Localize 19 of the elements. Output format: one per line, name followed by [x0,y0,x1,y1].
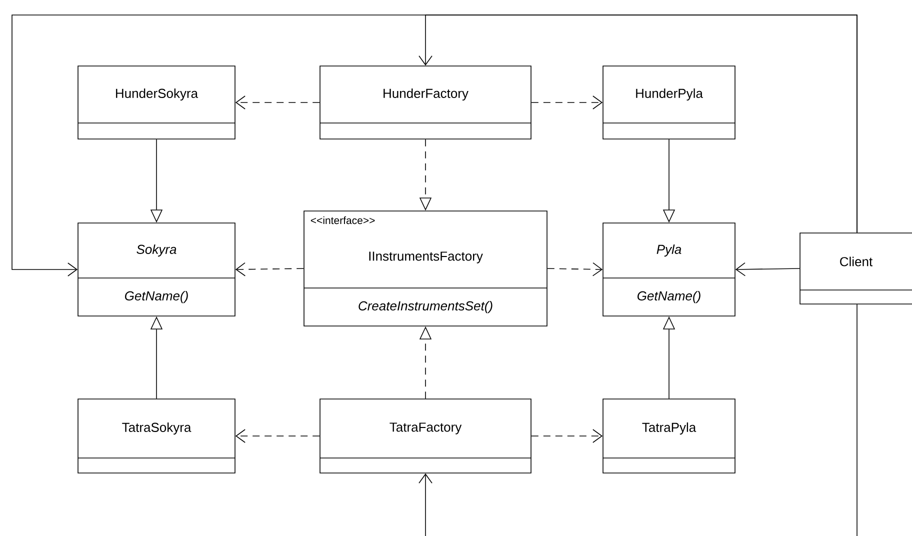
association-arrow [418,14,858,233]
dependency-arrow [235,429,320,443]
class-box: HunderFactory [320,66,532,140]
class-box: TatraPyla [602,398,736,474]
association-arrow [418,304,858,536]
class-box: HunderSokyra [78,66,236,140]
association-arrow [735,262,800,276]
dependency-arrow [235,96,320,110]
class-box: HunderPyla [602,66,736,140]
class-box: Pyla GetName() [602,222,736,316]
dependency-arrow [531,429,603,443]
dependency-arrow [235,262,304,276]
class-box: TatraSokyra [78,398,236,474]
class-box: <<interface>> IInstrumentsFactory CreateInstrumentsSet() [304,210,548,326]
class-box: TatraFactory [320,398,532,474]
class-box: Client [800,232,912,304]
dependency-arrow [531,96,603,110]
dependency-arrow [547,262,603,276]
class-box: Sokyra GetName() [78,222,236,316]
